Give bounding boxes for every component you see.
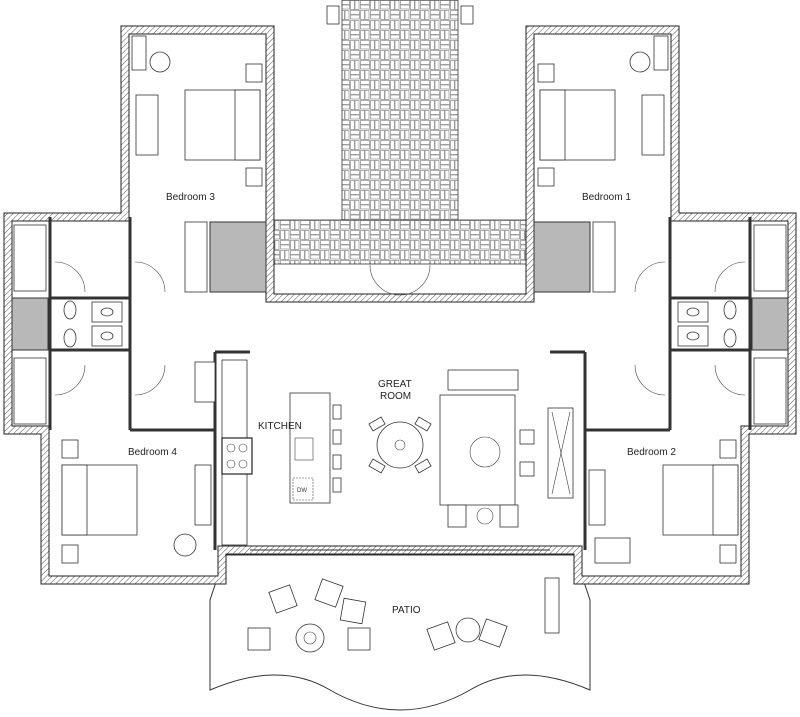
- patio: [209, 554, 591, 711]
- patio-furniture: [247, 577, 560, 653]
- label-bedroom-1: Bedroom 1: [582, 192, 631, 203]
- label-kitchen: KITCHEN: [258, 421, 302, 432]
- exterior-walls: [3, 25, 797, 585]
- kitchen-fixtures: DW: [194, 359, 342, 546]
- label-great-room-2: ROOM: [380, 391, 411, 402]
- great-room-furniture: [250, 369, 574, 551]
- room-labels: Bedroom 3 Bedroom 1 GREAT ROOM KITCHEN B…: [128, 192, 676, 616]
- label-bedroom-2: Bedroom 2: [627, 447, 676, 458]
- bedroom-4-furniture: [61, 439, 212, 564]
- bedroom-1-furniture: [537, 35, 669, 187]
- label-bedroom-3: Bedroom 3: [166, 192, 215, 203]
- courtyard-paving: [267, 0, 533, 265]
- label-patio: PATIO: [392, 605, 421, 616]
- doors: [54, 261, 746, 396]
- bedroom-2-furniture: [588, 439, 739, 564]
- bathroom-fixtures: [13, 224, 787, 425]
- label-great-room-1: GREAT: [378, 379, 412, 390]
- bedroom-3-furniture: [131, 35, 263, 187]
- dishwasher-label: DW: [297, 488, 307, 494]
- closets: [11, 221, 789, 351]
- label-bedroom-4: Bedroom 4: [128, 447, 177, 458]
